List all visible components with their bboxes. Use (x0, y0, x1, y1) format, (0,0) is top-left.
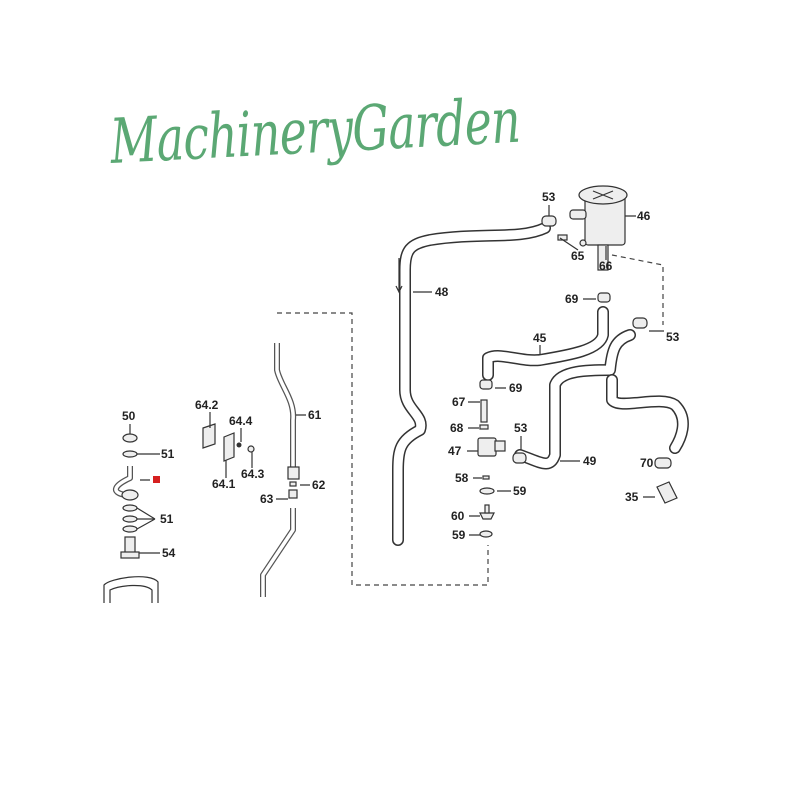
part-46-canister (569, 185, 628, 303)
small-parts (477, 215, 678, 538)
callout-62: 62 (312, 478, 326, 492)
callout-70: 70 (640, 456, 654, 470)
callout-69-mid: 69 (509, 381, 523, 395)
callout-64-2: 64.2 (195, 398, 219, 412)
callout-51-group: 51 (160, 512, 174, 526)
callout-49: 49 (583, 454, 597, 468)
hose-45 (482, 306, 609, 381)
brackets-64 (202, 423, 255, 462)
callout-58: 58 (455, 471, 469, 485)
callout-48: 48 (435, 285, 449, 299)
dashed-guide-right (611, 254, 664, 325)
callout-46: 46 (637, 209, 651, 223)
callout-67: 67 (452, 395, 466, 409)
leader-lines (129, 205, 664, 554)
red-marker (153, 476, 160, 483)
tube-61 (260, 343, 300, 597)
flow-arrow (395, 258, 403, 294)
callout-59-upper: 59 (513, 484, 527, 498)
callout-69-top: 69 (565, 292, 579, 306)
dashed-guide-left (277, 312, 489, 586)
callout-53-top: 53 (542, 190, 556, 204)
callout-51: 51 (161, 447, 175, 461)
callout-35: 35 (625, 490, 639, 504)
callout-53-mid: 53 (514, 421, 528, 435)
callout-64-3: 64.3 (241, 467, 265, 481)
callout-53-right: 53 (666, 330, 680, 344)
hose-48 (392, 222, 551, 546)
callout-68: 68 (450, 421, 464, 435)
callout-54: 54 (162, 546, 176, 560)
callout-50: 50 (122, 409, 136, 423)
callout-64-4: 64.4 (229, 414, 253, 428)
callout-60: 60 (451, 509, 465, 523)
callout-47: 47 (448, 444, 462, 458)
callout-64-1: 64.1 (212, 477, 236, 491)
left-assembly (103, 433, 159, 603)
callout-45: 45 (533, 331, 547, 345)
hose-49 (514, 329, 689, 470)
callout-66: 66 (599, 259, 613, 273)
callout-65: 65 (571, 249, 585, 263)
callout-61: 61 (308, 408, 322, 422)
callout-63: 63 (260, 492, 274, 506)
watermark-text: MachineryGarden (108, 84, 522, 178)
callout-59-lower: 59 (452, 528, 466, 542)
